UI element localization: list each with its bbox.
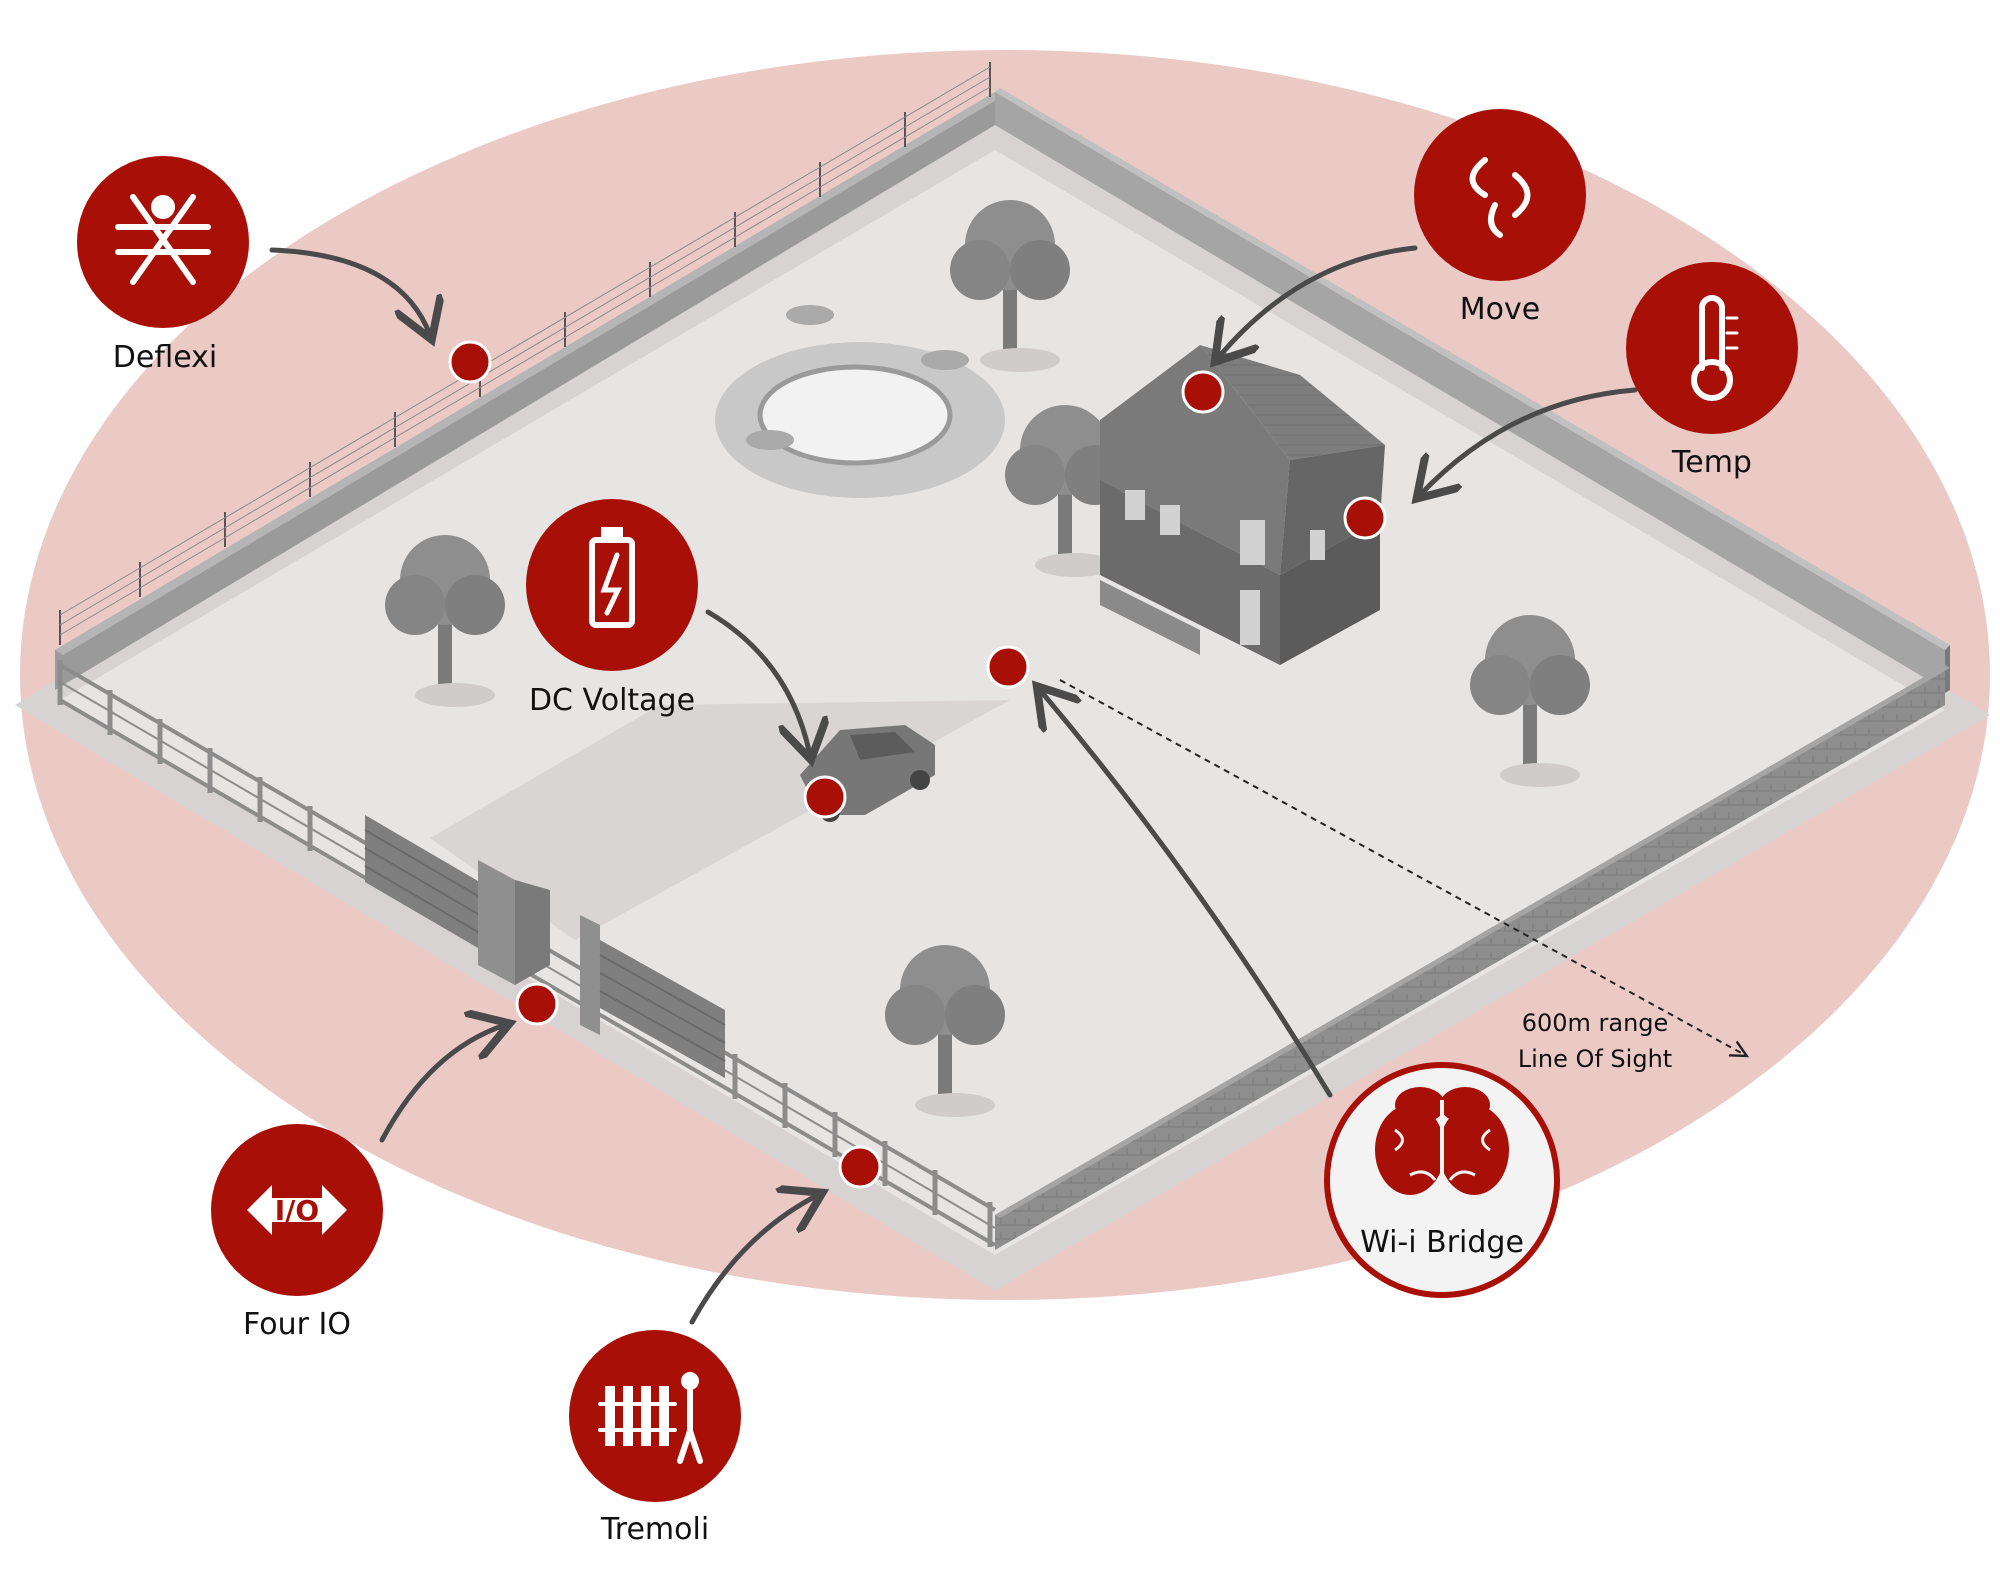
fence-climber-icon [115, 194, 211, 285]
sensor-dot [448, 340, 492, 384]
sensor-dot [1181, 370, 1225, 414]
temp-badge[interactable] [1626, 262, 1798, 434]
sensor-dot [515, 982, 559, 1026]
arrow-four-io [379, 1025, 505, 1143]
svg-text:I/O: I/O [275, 1194, 319, 1227]
arrow-deflexi [269, 247, 430, 335]
arrow-tremoli [689, 1195, 818, 1325]
house [1100, 345, 1385, 665]
back-left-wall [55, 62, 1005, 690]
trees [385, 200, 1590, 1117]
arrow-temp [1420, 387, 1638, 495]
motion-icon [1469, 157, 1531, 238]
front-right-wall [995, 665, 1950, 1250]
deflexi-label: Deflexi [112, 340, 218, 375]
sensor-badges: I/O [77, 109, 1798, 1502]
wi-i-bridge-label: Wi-i Bridge [1360, 1225, 1524, 1260]
sensor-dot [1343, 496, 1387, 540]
fence-vibration-icon [598, 1372, 703, 1464]
arrow-dc-voltage [705, 609, 810, 755]
range-line-2: Line Of Sight [1517, 1045, 1673, 1073]
dc-voltage-badge[interactable] [526, 499, 698, 671]
move-badge[interactable] [1414, 109, 1586, 281]
range-line-1: 600m range [1521, 1009, 1669, 1037]
pointer-arrows [269, 245, 1638, 1325]
swimming-pool [715, 305, 1005, 498]
tree [1470, 615, 1590, 787]
arrow-bridge [1040, 690, 1333, 1098]
range-label: 600m range Line Of Sight [1518, 1005, 1672, 1077]
tree [385, 535, 505, 707]
move-label: Move [1459, 292, 1541, 327]
sensor-dot [838, 1145, 882, 1189]
dc-voltage-label: DC Voltage [528, 683, 696, 718]
deflexi-badge[interactable] [77, 156, 249, 328]
io-arrows-icon: I/O [247, 1185, 347, 1235]
tremoli-label: Tremoli [600, 1512, 710, 1547]
temp-label: Temp [1672, 445, 1752, 480]
wi-i-bridge-badge[interactable] [1324, 1062, 1560, 1298]
sensor-dot [803, 775, 847, 819]
four-io-badge[interactable]: I/O [211, 1124, 383, 1296]
tree [950, 200, 1070, 372]
sensor-dots [448, 340, 1387, 1189]
gate [364, 815, 726, 1078]
sensor-dot [986, 645, 1030, 689]
range-arrow [1059, 679, 1745, 1055]
brain-icon [1375, 1087, 1509, 1200]
battery-charge-icon [589, 527, 635, 628]
tremoli-badge[interactable] [569, 1330, 741, 1502]
tree [885, 945, 1005, 1117]
arrow-move [1218, 245, 1418, 358]
four-io-label: Four IO [243, 1307, 351, 1342]
thermometer-icon [1691, 295, 1739, 401]
